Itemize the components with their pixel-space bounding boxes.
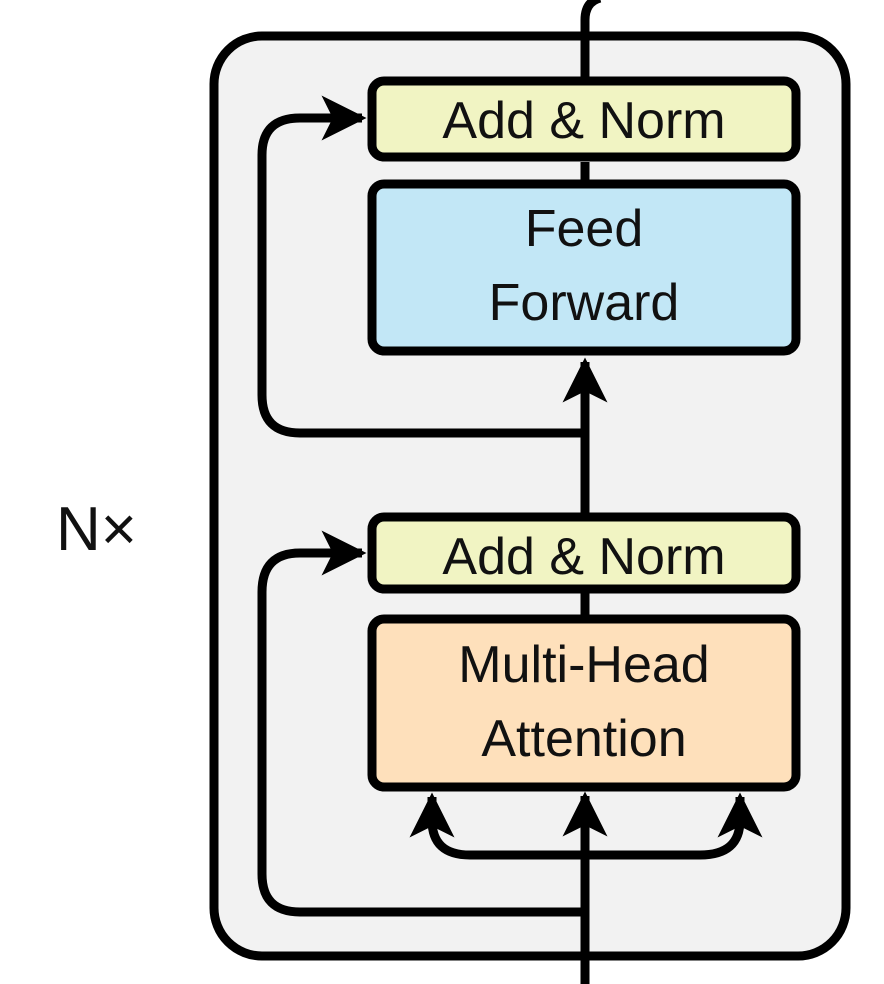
attention-label-line2: Attention bbox=[481, 710, 686, 768]
repeat-label: N× bbox=[56, 495, 137, 564]
multi-head-attention-block: Multi-Head Attention bbox=[367, 614, 801, 792]
feed-forward-block: Feed Forward bbox=[367, 179, 801, 356]
feed-forward-label-line2: Forward bbox=[489, 274, 680, 332]
output-line bbox=[580, 0, 602, 77]
add-norm-block-bottom: Add & Norm bbox=[367, 512, 801, 594]
feed-forward-label-line1: Feed bbox=[525, 200, 644, 258]
encoder-layer-container bbox=[209, 31, 851, 961]
attention-input-left-arrow bbox=[409, 792, 585, 860]
residual-arrow-bottom bbox=[257, 530, 585, 917]
add-norm-bottom-label: Add & Norm bbox=[442, 528, 725, 586]
residual-arrow-top bbox=[257, 95, 585, 438]
add-norm-block-top: Add & Norm bbox=[367, 76, 801, 162]
attention-label-line1: Multi-Head bbox=[458, 636, 709, 694]
add-norm-top-label: Add & Norm bbox=[442, 92, 725, 150]
attention-input-right-arrow bbox=[585, 792, 763, 860]
